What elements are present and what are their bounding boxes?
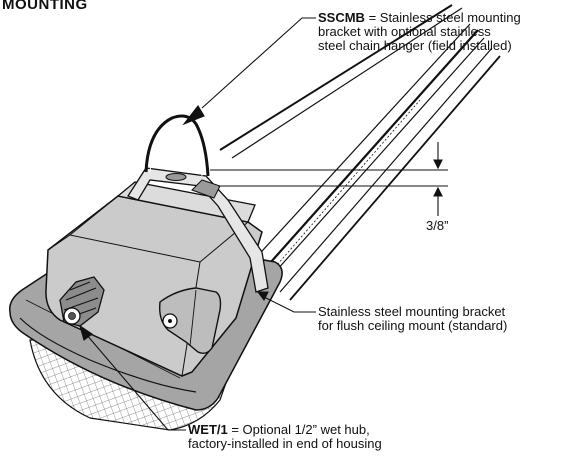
sscmb-line2: bracket with optional stainless xyxy=(318,24,491,39)
dimension-indicator xyxy=(210,142,448,216)
sscmb-callout: SSCMB = Stainless steel mounting bracket… xyxy=(318,11,521,53)
side-latch-clip xyxy=(158,287,222,355)
sscmb-line1: = Stainless steel mounting xyxy=(364,10,521,25)
flush-bracket-leader-line xyxy=(256,291,316,313)
flush-bracket-line2: for flush ceiling mount (standard) xyxy=(318,318,508,333)
fixture-rails xyxy=(211,4,501,341)
sscmb-code: SSCMB xyxy=(318,10,365,25)
wet-hub-callout: WET/1 = Optional 1/2” wet hub, factory-i… xyxy=(188,423,382,451)
wet-hub-fitting xyxy=(59,276,105,327)
chain-hanger-loop xyxy=(144,114,210,177)
dimension-label: 3/8” xyxy=(426,218,449,233)
wet-hub-code: WET/1 xyxy=(188,422,228,437)
wet-hub-line1: = Optional 1/2” wet hub, xyxy=(227,422,370,437)
sscmb-leader-line xyxy=(182,17,316,126)
section-title: MOUNTING xyxy=(2,0,88,13)
flush-bracket-line1: Stainless steel mounting bracket xyxy=(318,304,506,319)
flush-bracket-callout: Stainless steel mounting bracket for flu… xyxy=(318,305,507,333)
wet-hub-leader-line xyxy=(79,324,186,431)
flush-mounting-bracket xyxy=(127,167,269,293)
sscmb-line3: steel chain hanger (field installed) xyxy=(318,38,512,53)
wet-hub-line2: factory-installed in end of housing xyxy=(188,436,382,451)
